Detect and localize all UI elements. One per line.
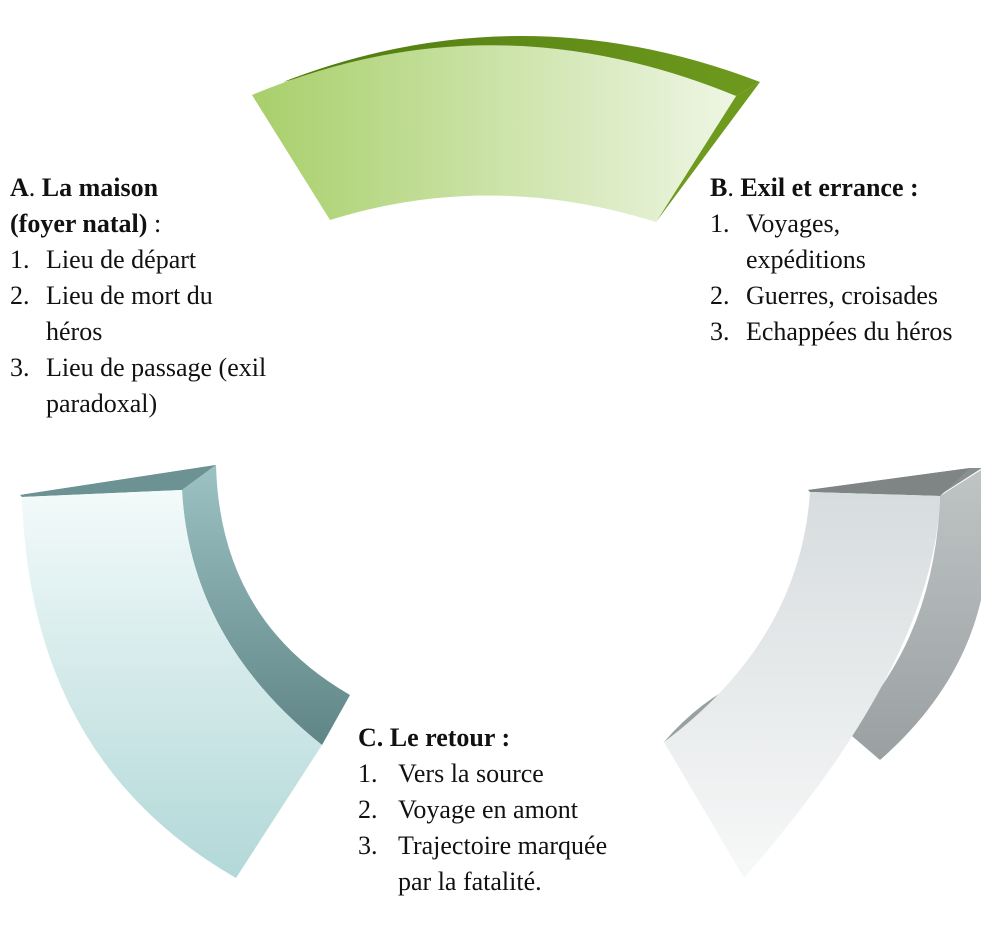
block-a-sep: . [28, 173, 36, 202]
item-number: 2. [10, 281, 30, 310]
item-text: Lieu de passage (exil paradoxal) [46, 353, 267, 418]
block-b-title: Exil et errance : [740, 173, 919, 202]
block-b-heading: B. Exil et errance : [710, 170, 978, 206]
block-a-heading-line2: (foyer natal) : [10, 206, 280, 242]
item-text: Voyage en amont [398, 795, 579, 824]
block-exil-et-errance: B. Exil et errance : 1. Voyages, expédit… [710, 170, 978, 350]
block-a-colon: : [147, 209, 162, 238]
segment-left-top-cap-b [20, 465, 216, 497]
list-item: 2. Voyage en amont [358, 792, 658, 828]
item-number: 1. [358, 759, 378, 788]
segment-top-edge [656, 82, 760, 222]
item-number: 2. [710, 281, 730, 310]
block-c-title: C. Le retour : [358, 723, 511, 752]
item-text: Vers la source [398, 759, 544, 788]
list-item: 1. Vers la source [358, 756, 658, 792]
item-text: Guerres, croisades [746, 281, 939, 310]
item-number: 3. [10, 353, 30, 382]
item-number: 1. [10, 245, 30, 274]
list-item: 2. Lieu de mort du héros [10, 278, 268, 350]
list-item: 1. Voyages, expéditions [710, 206, 946, 278]
item-text: Voyages, expéditions [746, 209, 866, 274]
block-le-retour: C. Le retour : 1. Vers la source 2. Voya… [358, 720, 658, 900]
list-item: 3. Echappées du héros [710, 314, 962, 350]
item-number: 1. [710, 209, 730, 238]
segment-top-side [283, 36, 760, 96]
segment-right-side [845, 470, 981, 760]
block-a-title-1: La maison [41, 173, 159, 202]
segment-right-face [664, 492, 940, 878]
block-a-title-2: (foyer natal) [10, 209, 148, 238]
item-number: 3. [710, 317, 730, 346]
segment-top-face [252, 45, 736, 223]
item-text: Trajectoire marquée par la fatalité. [398, 831, 608, 896]
block-a-heading: A. La maison [10, 170, 280, 206]
block-a-list: 1. Lieu de départ 2. Lieu de mort du hér… [10, 242, 280, 422]
segment-left-face [22, 490, 322, 878]
segment-left [20, 465, 350, 878]
block-c-list: 1. Vers la source 2. Voyage en amont 3. … [358, 756, 658, 900]
block-la-maison: A. La maison (foyer natal) : 1. Lieu de … [10, 170, 280, 422]
item-text: Lieu de mort du héros [46, 281, 213, 346]
block-b-sep: . [727, 173, 734, 202]
item-text: Lieu de départ [46, 245, 197, 274]
list-item: 2. Guerres, croisades [710, 278, 946, 314]
segment-left-side [182, 465, 350, 745]
item-number: 3. [358, 831, 378, 860]
block-a-letter: A [10, 173, 29, 202]
block-b-list: 1. Voyages, expéditions 2. Guerres, croi… [710, 206, 978, 350]
segment-right [664, 468, 981, 878]
block-b-letter: B [710, 173, 728, 202]
block-c-heading: C. Le retour : [358, 720, 658, 756]
item-number: 2. [358, 795, 378, 824]
segment-right-top-cap-b [808, 468, 970, 496]
item-text: Echappées du héros [746, 317, 953, 346]
list-item: 1. Lieu de départ [10, 242, 280, 278]
list-item: 3. Trajectoire marquée par la fatalité. [358, 828, 628, 900]
list-item: 3. Lieu de passage (exil paradoxal) [10, 350, 268, 422]
segment-top [252, 36, 760, 223]
